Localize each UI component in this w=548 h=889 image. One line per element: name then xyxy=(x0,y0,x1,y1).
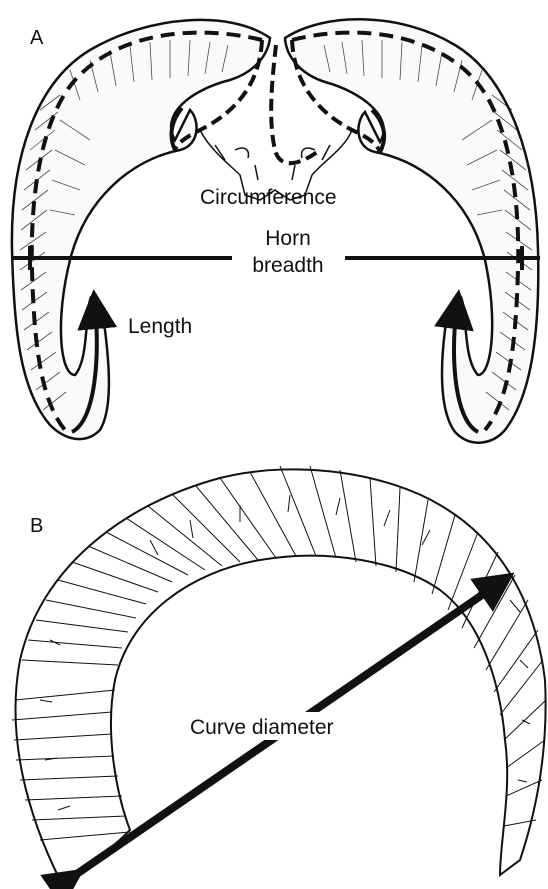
single-horn-outline xyxy=(16,469,546,880)
left-horn-outline xyxy=(12,20,270,439)
panel-a: A xyxy=(12,19,540,442)
horn-breadth-label-line1: Horn xyxy=(265,227,311,250)
panel-a-letter: A xyxy=(30,27,44,49)
single-horn-drawing xyxy=(12,466,546,880)
left-horn-drawing xyxy=(12,20,270,439)
panel-b: B Curve diameter xyxy=(12,466,546,880)
horn-breadth-label-line2: breadth xyxy=(252,254,323,277)
circumference-label: Circumference xyxy=(200,186,337,209)
length-label: Length xyxy=(128,315,192,338)
panel-b-letter: B xyxy=(30,515,43,537)
right-horn-outline xyxy=(285,19,538,442)
right-horn-drawing xyxy=(285,19,538,442)
curve-diameter-label: Curve diameter xyxy=(190,716,334,739)
